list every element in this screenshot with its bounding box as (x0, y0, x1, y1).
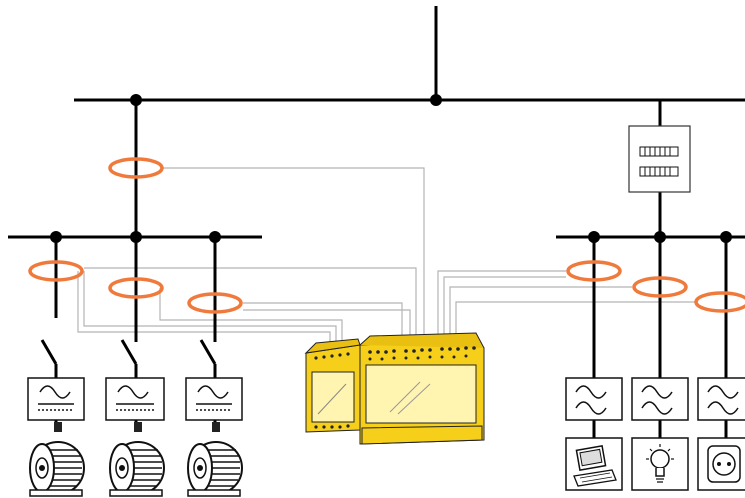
busbars (8, 6, 745, 239)
right-filters (565, 377, 745, 421)
electric-motor-icon (187, 421, 243, 497)
signal-wire-feeder-2 (159, 288, 343, 345)
signal-wire-main (162, 167, 425, 343)
current-transformer-ring-icon (632, 276, 688, 298)
signal-wire-feeder-3 (243, 302, 403, 345)
motors (29, 421, 243, 497)
signal-wire-feeder-5 (449, 286, 632, 345)
electric-motor-icon (29, 421, 85, 497)
light-bulb-icon (631, 437, 689, 491)
signal-wire-feeder-1b (83, 271, 337, 345)
signal-wire-left-top (84, 267, 417, 345)
signal-wires (77, 167, 696, 345)
ac-dc-converter-icon (105, 377, 165, 421)
signal-wire-feeder-6 (455, 301, 696, 345)
current-transformer-ring-icon (566, 260, 622, 282)
ac-filter-icon (565, 377, 623, 421)
ac-dc-converter-icon (27, 377, 85, 421)
disconnect-switch-icon (199, 339, 217, 365)
current-transformer-ring-icon (108, 157, 164, 179)
electric-motor-icon (109, 421, 165, 497)
current-transformer-ring-icon (187, 292, 243, 314)
ac-filter-icon (697, 377, 745, 421)
right-loads (565, 437, 745, 491)
current-transformer-ring-icon (694, 291, 745, 313)
power-socket-icon (697, 437, 745, 491)
signal-wire-feeder-1 (77, 271, 331, 345)
signal-wire-feeder-3b (243, 309, 411, 345)
ac-filter-icon (631, 377, 689, 421)
current-transformer-ring-icon (28, 260, 84, 282)
current-transformers (28, 157, 745, 314)
disconnect-switch-icon (40, 339, 58, 365)
computer-icon (565, 437, 623, 491)
distribution-board-icon (628, 125, 691, 193)
disconnect-switch-icon (120, 339, 138, 365)
signal-wire-feeder-4b (443, 276, 566, 345)
current-transformer-ring-icon (108, 277, 164, 299)
signal-wire-feeder-4 (437, 270, 566, 345)
left-converters (27, 377, 243, 421)
residual-current-monitor-icon (304, 332, 485, 445)
right-feeders (592, 237, 728, 438)
ac-dc-converter-icon (185, 377, 243, 421)
